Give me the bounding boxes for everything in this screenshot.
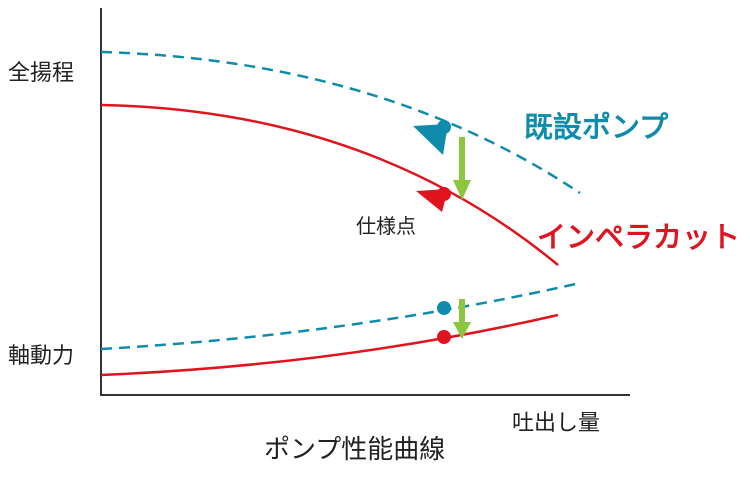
duty-point-label: 仕様点 [356, 214, 416, 238]
cut-power-curve [100, 313, 559, 377]
y-axis-label-head: 全揚程 [8, 61, 75, 86]
existing-head-point [437, 120, 451, 134]
cut-power-point [437, 330, 451, 344]
existing-pump-label: 既設ポンプ [524, 110, 669, 144]
cut-head-point [437, 187, 451, 201]
diagram-caption: ポンプ性能曲線 [264, 435, 446, 465]
existing-power-point [437, 301, 451, 315]
x-axis-label-flow: 吐出し量 [512, 411, 601, 436]
cut-head-curve [100, 103, 559, 266]
power-shift-arrowhead [453, 322, 471, 339]
head-shift-arrowhead [453, 180, 471, 200]
existing-power-curve [100, 281, 581, 351]
existing-head-curve [100, 50, 581, 195]
y-axis-label-power: 軸動力 [8, 344, 75, 369]
impeller-cut-label: インペラカット [537, 220, 741, 254]
